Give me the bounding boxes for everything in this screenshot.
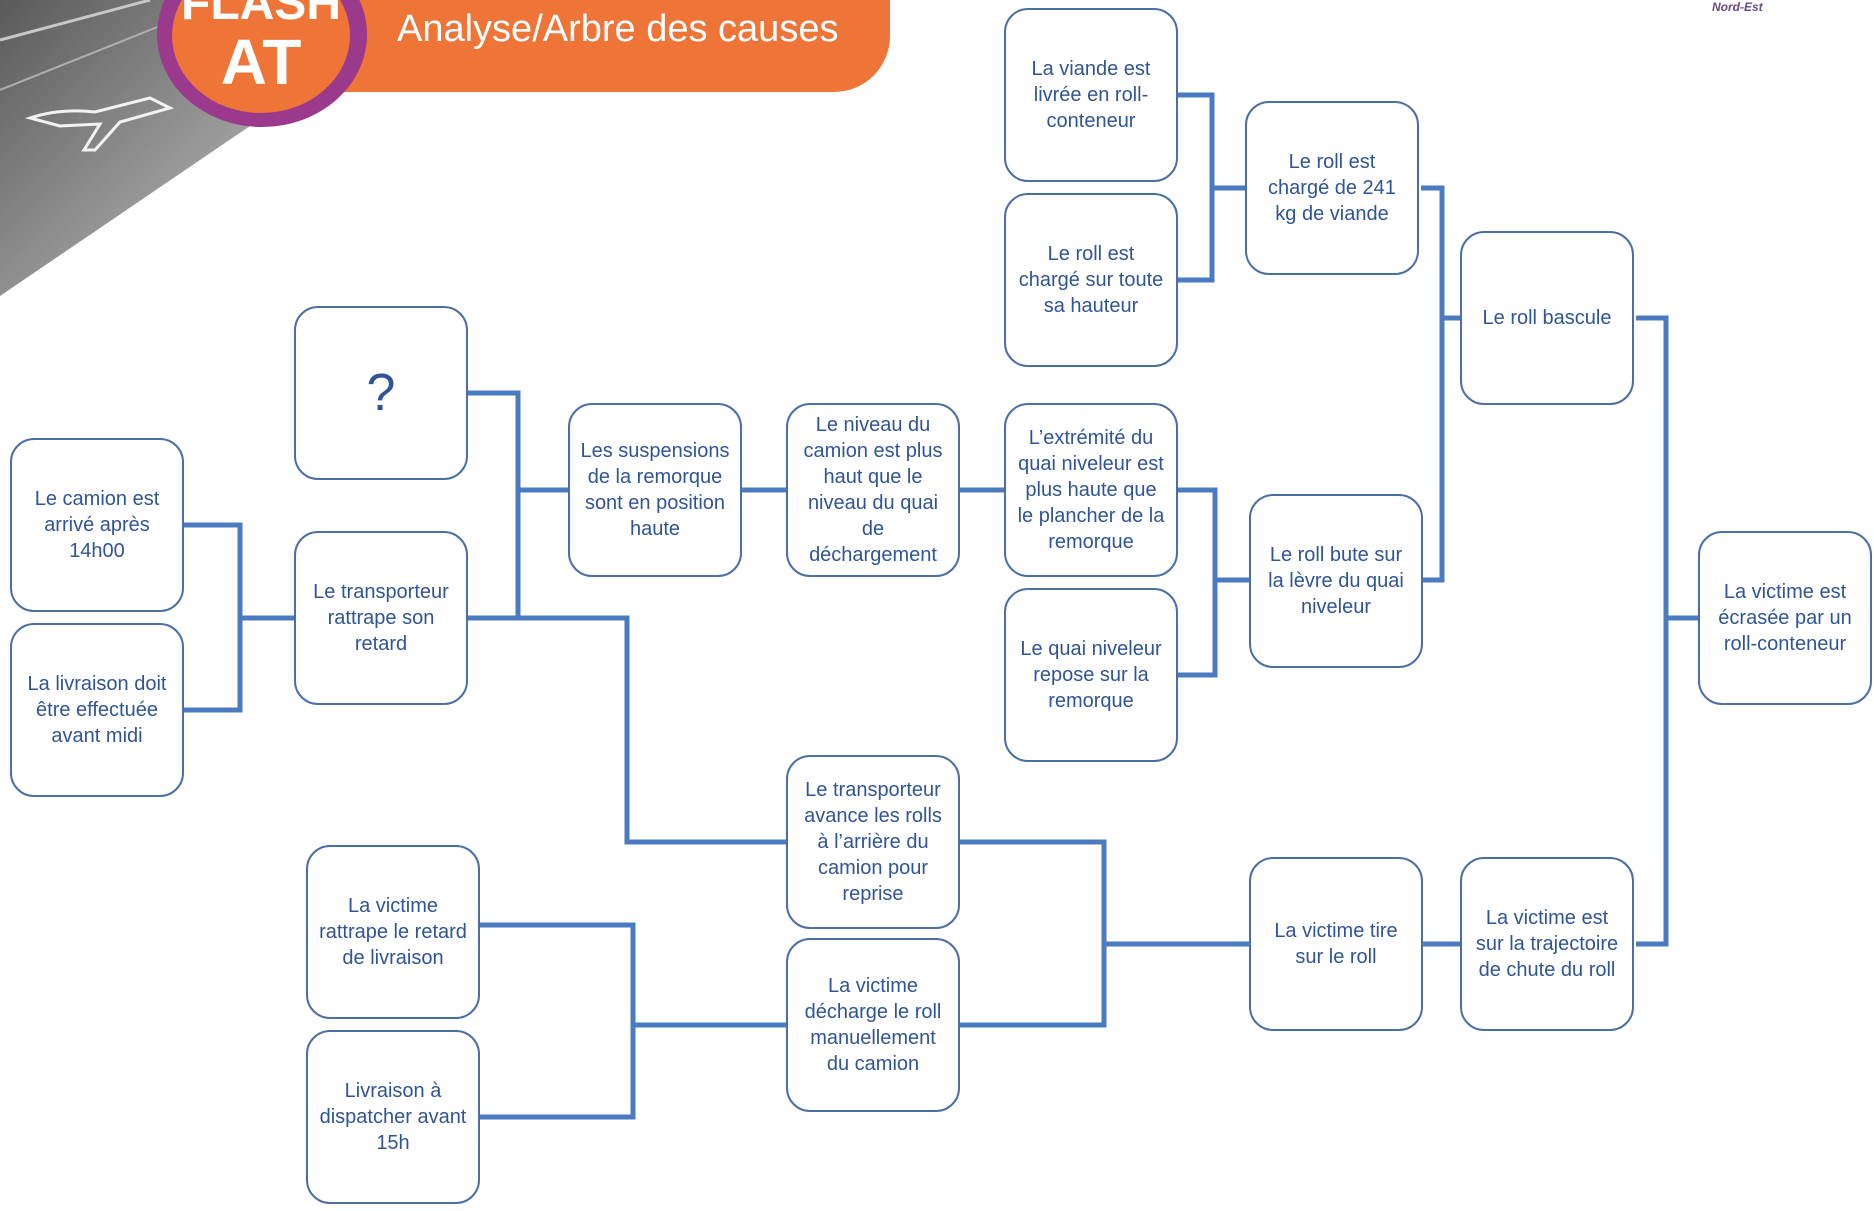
node-roll-bute-levre: Le roll bute sur la lèvre du quai nivele… — [1249, 494, 1423, 668]
node-victime-rattrape-retard: La victime rattrape le retard de livrais… — [306, 845, 480, 1019]
node-victime-tire-roll: La victime tire sur le roll — [1249, 857, 1423, 1031]
node-label: Le roll est chargé sur toute sa hauteur — [1018, 243, 1164, 317]
node-label: Le roll bascule — [1482, 307, 1612, 329]
node-transporteur-rattrape-retard: Le transporteur rattrape son retard — [294, 531, 468, 705]
node-label: Le roll est chargé de 241 kg de viande — [1268, 151, 1396, 225]
node-label: Le quai niveleur repose sur la remorque — [1020, 638, 1162, 712]
connector-viande-roll241 — [1178, 92, 1215, 283]
node-roll-charge-hauteur: Le roll est chargé sur toute sa hauteur — [1004, 193, 1178, 367]
connector-bascule-ecrasee — [1636, 315, 1669, 947]
question-mark: ? — [366, 364, 396, 422]
node-suspensions-position-haute: Les suspensions de la remorque sont en p… — [568, 403, 742, 577]
page-title: Analyse/Arbre des causes — [397, 8, 839, 50]
flash-badge-label: FLASH — [181, 0, 341, 30]
header-banner — [300, 0, 890, 92]
node-niveau-camion-plus-haut: Le niveau du camion est plus haut que le… — [786, 403, 960, 577]
node-label: La victime est sur la trajectoire de chu… — [1475, 907, 1619, 981]
node-label: Le transporteur rattrape son retard — [313, 581, 449, 655]
node-roll-charge-241kg: Le roll est chargé de 241 kg de viande — [1245, 101, 1419, 275]
node-label: La victime décharge le roll manuellement… — [804, 975, 942, 1075]
connector-extremite-bute — [1178, 487, 1218, 678]
node-victime-ecrasee: La victime est écrasée par un roll-conte… — [1698, 531, 1872, 705]
region-label: Nord-Est — [1712, 0, 1763, 14]
node-transporteur-avance-rolls: Le transporteur avance les rolls à l’arr… — [786, 755, 960, 929]
node-roll-bascule: Le roll bascule — [1460, 231, 1634, 405]
node-label: Livraison à dispatcher avant 15h — [319, 1080, 467, 1154]
node-label: La victime tire sur le roll — [1274, 920, 1398, 968]
connector-camion-transporteur — [184, 522, 243, 713]
node-label: L’extrémité du quai niveleur est plus ha… — [1017, 427, 1165, 553]
node-livraison-avant-midi: La livraison doit être effectuée avant m… — [10, 623, 184, 797]
node-label: La victime rattrape le retard de livrais… — [319, 895, 467, 969]
node-label: Les suspensions de la remorque sont en p… — [580, 440, 730, 540]
node-label: La livraison doit être effectuée avant m… — [27, 673, 167, 747]
node-unknown-cause: ? — [294, 306, 468, 480]
node-label: Le transporteur avance les rolls à l’arr… — [804, 779, 942, 905]
connector-retard-avance — [518, 615, 786, 845]
node-label: Le roll bute sur la lèvre du quai nivele… — [1268, 544, 1404, 618]
node-label: Le camion est arrivé après 14h00 — [34, 488, 160, 562]
node-quai-repose-remorque: Le quai niveleur repose sur la remorque — [1004, 588, 1178, 762]
node-livraison-avant-15h: Livraison à dispatcher avant 15h — [306, 1030, 480, 1204]
connector-question-suspensions — [468, 390, 521, 621]
node-viande-roll-conteneur: La viande est livrée en roll-conteneur — [1004, 8, 1178, 182]
node-victime-decharge-roll: La victime décharge le roll manuellement… — [786, 938, 960, 1112]
chalk-outline-icon — [24, 96, 175, 152]
connector-avance-tire — [960, 839, 1107, 1028]
connector-victimeretard-decharge — [480, 922, 636, 1120]
node-label: Le niveau du camion est plus haut que le… — [803, 414, 943, 566]
node-label: La viande est livrée en roll-conteneur — [1031, 58, 1151, 132]
node-victime-trajectoire-chute: La victime est sur la trajectoire de chu… — [1460, 857, 1634, 1031]
flash-badge-label-at: AT — [220, 26, 302, 98]
node-camion-arrive-14h: Le camion est arrivé après 14h00 — [10, 438, 184, 612]
connector-roll241-bascule — [1421, 185, 1445, 583]
node-label: La victime est écrasée par un roll-conte… — [1718, 581, 1852, 655]
node-extremite-quai-niveleur: L’extrémité du quai niveleur est plus ha… — [1004, 403, 1178, 577]
